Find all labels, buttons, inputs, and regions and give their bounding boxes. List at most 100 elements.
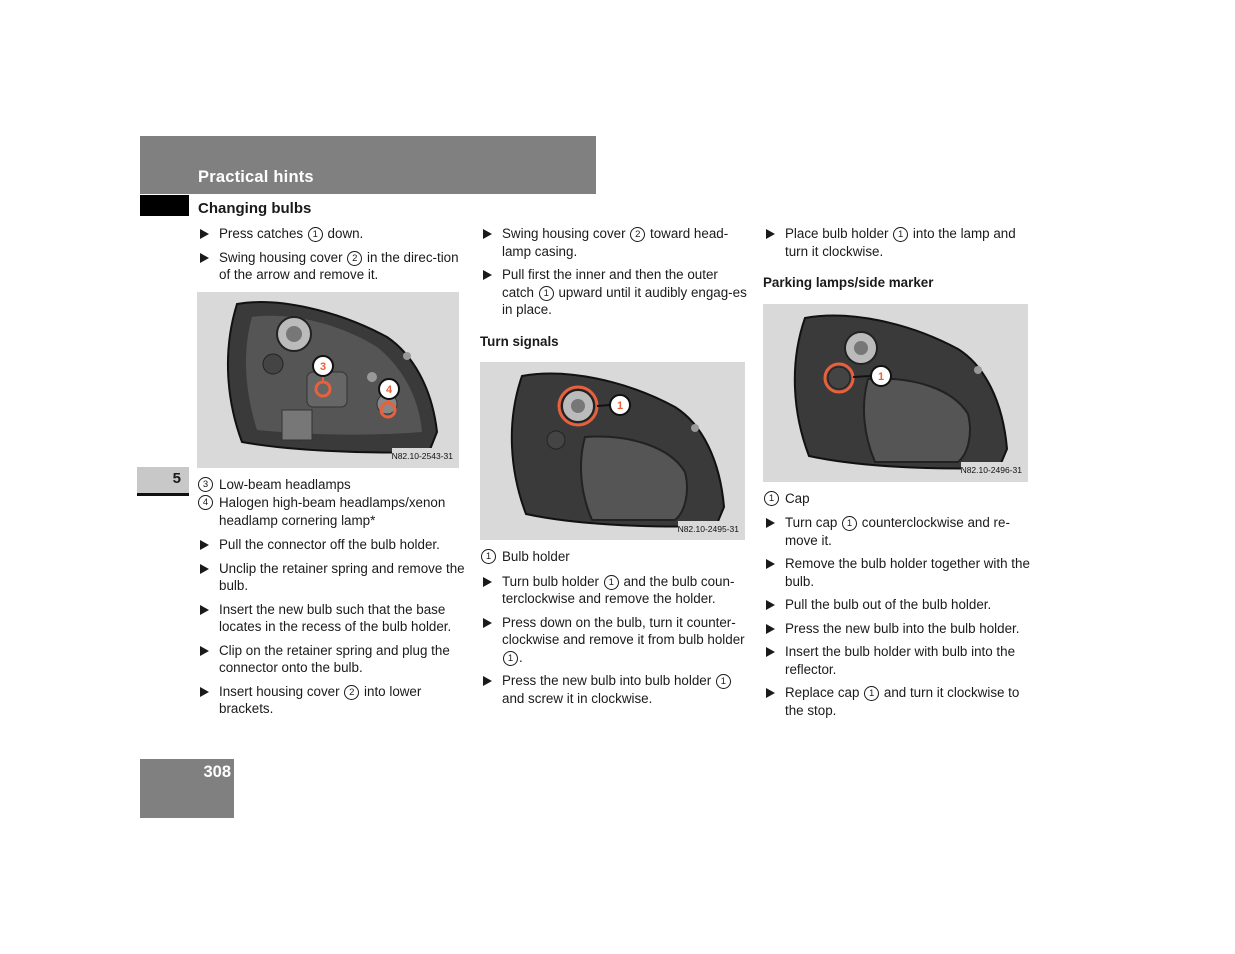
step-text: down. <box>323 226 364 241</box>
step-arrow-icon <box>766 559 775 569</box>
item-number-circle: 2 <box>630 227 646 242</box>
step-text: into the lamp and turn it clockwise. <box>785 226 1016 259</box>
instruction-step: Clip on the retainer spring and plug the… <box>197 642 469 677</box>
item-number-circle: 1 <box>842 516 858 531</box>
parking-lamps-heading: Parking lamps/side marker <box>763 275 934 290</box>
callout-1 <box>609 394 631 416</box>
step-arrow-icon <box>483 270 492 280</box>
step-text: Press catches <box>219 226 307 241</box>
instruction-step: Insert the bulb holder with bulb into th… <box>763 643 1033 678</box>
section-title: Practical hints <box>198 168 314 186</box>
step-arrow-icon <box>483 617 492 628</box>
item-number-circle: 1 <box>307 227 323 242</box>
legend-number-circle: 1 <box>481 549 496 564</box>
step-text: Insert the bulb holder with bulb into th… <box>785 644 1016 677</box>
item-number-circle: 1 <box>503 650 518 666</box>
step-arrow-icon <box>766 688 775 698</box>
item-number-circle: 2 <box>344 684 360 700</box>
step-text: Pull the bulb out of the bulb holder. <box>785 597 992 612</box>
legend: 1 Bulb holder <box>480 548 748 566</box>
instruction-step: Press the new bulb into the bulb holder. <box>763 620 1033 638</box>
step-arrow-icon <box>483 576 492 587</box>
step-arrow-icon <box>200 686 209 697</box>
instruction-step: Remove the bulb holder together with the… <box>763 555 1033 590</box>
instruction-step: Press down on the bulb, turn it counter-… <box>480 614 748 667</box>
step-arrow-icon <box>200 604 209 615</box>
legend-text: Bulb holder <box>502 549 570 564</box>
step-text: counterclockwise and re-move it. <box>785 515 1010 548</box>
headlamp-figure-2: 1 N82.10-2495-31 <box>480 362 745 540</box>
steps-after: Turn cap 1 counterclockwise and re-move … <box>763 514 1033 719</box>
step-arrow-icon <box>766 623 775 634</box>
header-band <box>140 136 596 194</box>
step-text: upward until it audibly engag-es in plac… <box>502 284 747 318</box>
callout-3-label: 3 <box>320 361 326 373</box>
instruction-step: Replace cap 1 and turn it clockwise to t… <box>763 684 1033 719</box>
instruction-step: Press catches 1 down. <box>197 225 469 243</box>
column-3: Place bulb holder 1 into the lamp and tu… <box>763 225 1033 725</box>
headlamp-illustration: 1 <box>510 372 726 528</box>
item-number-circle: 1 <box>893 227 909 242</box>
legend-text: Cap <box>785 490 810 506</box>
step-text: Clip on the retainer spring and plug the… <box>219 642 450 676</box>
step-text: Turn bulb holder <box>502 573 603 589</box>
step-text: Pull the connector off the bulb holder. <box>219 537 440 552</box>
steps-after: Pull the connector off the bulb holder. U… <box>197 536 469 718</box>
steps-before: Place bulb holder 1 into the lamp and tu… <box>763 225 1033 260</box>
legend-item: 1 Bulb holder <box>480 548 748 566</box>
step-arrow-icon <box>766 229 775 239</box>
step-text: Insert housing cover <box>219 683 344 699</box>
page-title: Changing bulbs <box>198 200 312 217</box>
step-text: Place bulb holder <box>785 226 893 241</box>
callout-4-label: 4 <box>386 384 393 396</box>
legend-text: Low-beam headlamps <box>219 476 351 492</box>
step-arrow-icon <box>766 518 775 528</box>
headlamp-illustration: 3 4 <box>226 300 439 453</box>
headlamp-figure-3: 1 N82.10-2496-31 <box>763 303 1028 482</box>
step-text: and screw it in clockwise. <box>502 690 653 706</box>
instruction-step: Insert the new bulb such that the base l… <box>197 601 469 636</box>
legend-text: Halogen high-beam headlamps/xenon headla… <box>219 495 446 528</box>
step-text: in the direc-tion of the arrow and remov… <box>219 249 459 283</box>
figure-code: N82.10-2496-31 <box>960 462 1022 480</box>
item-number-circle: 2 <box>347 250 363 266</box>
instruction-step: Unclip the retainer spring and remove th… <box>197 560 469 595</box>
callout-1-label: 1 <box>878 371 884 383</box>
legend-item: 1 Cap <box>763 490 1033 508</box>
step-text: Replace cap <box>785 685 864 700</box>
section-marker <box>140 195 189 216</box>
callout-1 <box>870 364 892 387</box>
step-text: Swing housing cover <box>219 249 347 265</box>
legend-number-circle: 3 <box>198 476 213 492</box>
item-number-circle: 1 <box>715 674 731 689</box>
steps-before: Press catches 1 down. Swing housing cover… <box>197 225 469 284</box>
step-arrow-icon <box>200 229 209 239</box>
chapter-number: 5 <box>172 470 181 487</box>
headlamp-figure-1: 3 4 N82.10-2543-31 <box>197 291 459 468</box>
step-text: Swing housing cover <box>502 226 630 241</box>
step-text: Unclip the retainer spring and remove th… <box>219 560 465 594</box>
callout-3 <box>312 354 334 377</box>
chapter-tab: 5 <box>137 467 189 496</box>
instruction-step: Pull first the inner and then the outer … <box>480 266 748 319</box>
step-arrow-icon <box>200 563 209 574</box>
instruction-step: Turn cap 1 counterclockwise and re-move … <box>763 514 1033 549</box>
step-text: and the bulb coun-terclockwise and remov… <box>502 573 735 607</box>
step-arrow-icon <box>766 600 775 610</box>
column-2: Swing housing cover 2 toward head-lamp c… <box>480 225 748 713</box>
steps-before: Swing housing cover 2 toward head-lamp c… <box>480 225 748 319</box>
step-text: Press the new bulb into the bulb holder. <box>785 620 1020 636</box>
steps-after: Turn bulb holder 1 and the bulb coun-ter… <box>480 573 748 708</box>
instruction-step: Turn bulb holder 1 and the bulb coun-ter… <box>480 573 748 608</box>
step-arrow-icon <box>766 647 775 657</box>
step-text: Press down on the bulb, turn it counter-… <box>502 614 745 648</box>
page-number: 308 <box>203 763 231 781</box>
step-text: and turn it clockwise to the stop. <box>785 685 1020 718</box>
headlamp-illustration: 1 <box>793 314 1009 469</box>
item-number-circle: 1 <box>603 574 619 590</box>
legend-number-circle: 1 <box>764 490 779 506</box>
figure-code: N82.10-2495-31 <box>677 520 739 538</box>
instruction-step: Insert housing cover 2 into lower bracke… <box>197 683 469 718</box>
